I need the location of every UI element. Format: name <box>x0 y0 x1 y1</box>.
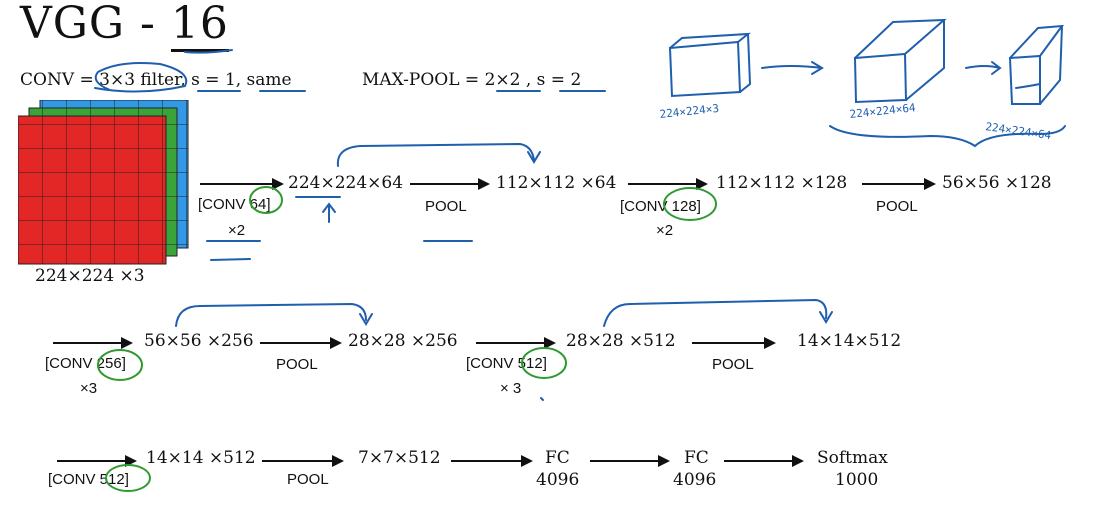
fc2-label: FC <box>684 448 709 468</box>
page-title: VGG - 16 <box>20 0 229 52</box>
arrow-icon <box>53 337 133 349</box>
conv256-repeat: ×3 <box>80 380 98 397</box>
fc2-units: 4096 <box>673 470 717 490</box>
arrow-icon <box>451 455 533 467</box>
input-dimension-label: 224×224 ×3 <box>35 266 145 286</box>
arrow-icon <box>862 178 936 190</box>
dim-56x56x128: 56×56 ×128 <box>942 173 1052 193</box>
dim-28x28x256: 28×28 ×256 <box>348 331 458 351</box>
sketch-label-conv2: 224×224×64 <box>985 120 1053 142</box>
arrow-icon <box>57 455 137 467</box>
arrow-icon <box>628 178 708 190</box>
arrow-icon <box>590 455 670 467</box>
pool-label: POOL <box>712 356 754 373</box>
conv512b-label: [CONV 512] <box>48 471 129 488</box>
softmax-label: Softmax <box>817 448 888 468</box>
arrow-icon <box>724 455 804 467</box>
dim-14x14x512: 14×14×512 <box>797 331 902 351</box>
dim-14x14x512b: 14×14 ×512 <box>146 448 256 468</box>
sketch-label-input: 224×224×3 <box>659 102 720 121</box>
conv256-label: [CONV 256] <box>45 355 126 372</box>
conv64-repeat: ×2 <box>228 222 246 239</box>
pool-label: POOL <box>276 356 318 373</box>
pool-label: POOL <box>876 198 918 215</box>
input-volume-icon <box>17 99 193 265</box>
fc1-label: FC <box>545 448 570 468</box>
conv128-repeat: ×2 <box>656 222 674 239</box>
conv64-label: [CONV 64] <box>198 196 271 213</box>
dim-7x7x512: 7×7×512 <box>358 448 441 468</box>
arrow-icon <box>200 178 284 190</box>
fc1-units: 4096 <box>536 470 580 490</box>
arrow-icon <box>476 337 556 349</box>
arrow-icon <box>692 337 776 349</box>
title-number: 16 <box>170 0 229 52</box>
title-text: VGG - <box>20 0 171 49</box>
conv512-repeat: × 3 <box>500 380 522 397</box>
arrow-icon <box>262 455 344 467</box>
maxpool-definition: MAX-POOL = 2×2 , s = 2 <box>362 70 582 90</box>
arrow-icon <box>260 337 342 349</box>
conv128-label: [CONV 128] <box>620 198 701 215</box>
pool-label: POOL <box>425 198 467 215</box>
conv-definition: CONV = 3×3 filter, s = 1, same <box>20 70 292 90</box>
dim-224x224x64: 224×224×64 <box>288 173 404 193</box>
dim-56x56x256: 56×56 ×256 <box>144 331 254 351</box>
conv512-label: [CONV 512] <box>466 355 547 372</box>
pool-label: POOL <box>287 471 329 488</box>
dim-28x28x512: 28×28 ×512 <box>566 331 676 351</box>
softmax-units: 1000 <box>835 470 879 490</box>
arrow-icon <box>410 178 490 190</box>
dim-112x112x64: 112×112 ×64 <box>496 173 617 193</box>
dim-112x112x128: 112×112 ×128 <box>716 173 848 193</box>
sketch-label-conv: 224×224×64 <box>849 101 917 121</box>
